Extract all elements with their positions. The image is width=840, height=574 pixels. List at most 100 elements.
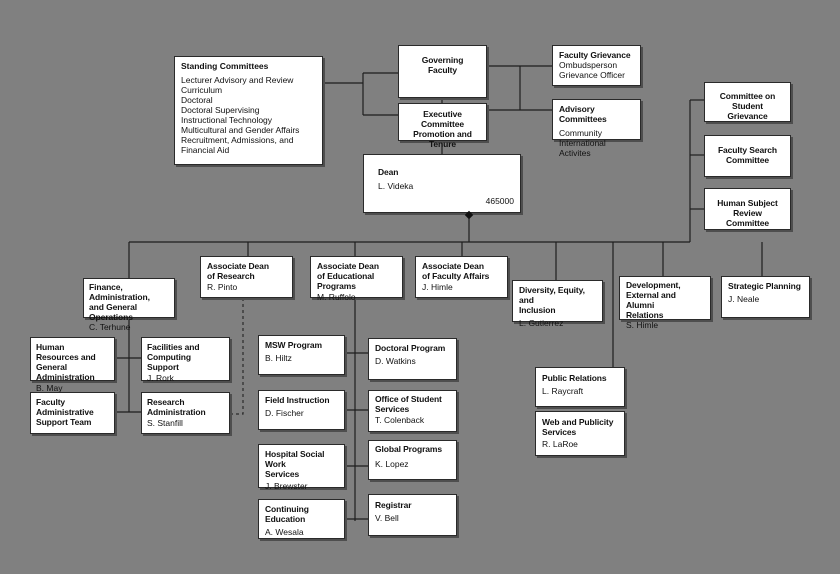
faculty-admin-support-box: Faculty Administrative Support Team: [30, 392, 115, 434]
hr-line2: General Administration: [36, 362, 95, 382]
dean-box: Dean L. Videka 465000: [363, 154, 521, 213]
dean-code: 465000: [485, 196, 514, 206]
public-relations-head: L. Raycraft: [542, 386, 584, 396]
facilities-head: J. Rork: [147, 373, 174, 383]
advisory-committees-title: Advisory Committees: [559, 104, 607, 124]
student-services-head: T. Colenback: [375, 415, 425, 425]
hr-head: B. May: [36, 383, 63, 393]
assoc-dean-faculty-box: Associate Dean of Faculty Affairs J. Him…: [415, 256, 508, 298]
facilities-computing-box: Facilities and Computing Support J. Rork: [141, 337, 230, 383]
web-line2: Services: [542, 427, 577, 437]
standing-committees-title: Standing Committees: [181, 61, 269, 71]
assoc-faculty-head: J. Himle: [422, 282, 453, 292]
ombudsperson-label: Ombudsperson: [559, 60, 618, 70]
public-relations-line1: Public Relations: [542, 373, 607, 383]
committee-item: Recruitment, Admissions, and Financial A…: [181, 135, 294, 155]
continuing-head: A. Wesala: [265, 527, 304, 537]
doctoral-head: D. Watkins: [375, 356, 416, 366]
dean-name: L. Videka: [378, 181, 414, 191]
governing-faculty-line1: Governing: [421, 55, 464, 65]
standing-committees-box: Standing Committees Lecturer Advisory an…: [174, 56, 323, 165]
web-publicity-box: Web and Publicity Services R. LaRoe: [535, 411, 625, 456]
assoc-research-line1: Associate Dean: [207, 261, 269, 271]
student-grievance-line2: Student Grievance: [727, 101, 768, 121]
research-admin-box: Research Administration S. Stanfill: [141, 392, 230, 434]
grievance-officer-label: Grievance Officer: [559, 70, 625, 80]
development-line2: External and Alumni: [626, 290, 676, 310]
hospital-line2: Services: [265, 469, 300, 479]
finance-line1: Finance, Administration,: [89, 282, 150, 302]
assoc-faculty-line1: Associate Dean: [422, 261, 484, 271]
field-line1: Field Instruction: [265, 395, 330, 405]
strategic-planning-box: Strategic Planning J. Neale: [721, 276, 810, 318]
hospital-social-work-box: Hospital Social Work Services J. Brewste…: [258, 444, 345, 491]
governing-faculty-line2: Faculty: [427, 65, 458, 75]
research-admin-head: S. Stanfill: [147, 418, 183, 428]
development-line1: Development,: [626, 280, 681, 290]
strategic-head: J. Neale: [728, 294, 760, 304]
diversity-equity-box: Diversity, Equity, and Inclusion L. Guti…: [512, 280, 603, 328]
executive-committee-line2: Promotion and Tenure: [413, 129, 472, 149]
assoc-research-line2: of Research: [207, 271, 255, 281]
committee-item: Lecturer Advisory and Review: [181, 75, 294, 85]
student-services-box: Office of Student Services T. Colenback: [368, 390, 457, 432]
msw-line1: MSW Program: [265, 340, 322, 350]
diversity-line2: Inclusion: [519, 305, 556, 315]
registrar-line1: Registrar: [375, 500, 412, 510]
student-grievance-committee-box: Committee on Student Grievance: [704, 82, 791, 122]
research-admin-line2: Administration: [147, 407, 206, 417]
development-line3: Relations: [626, 310, 664, 320]
msw-head: B. Hiltz: [265, 353, 292, 363]
msw-program-box: MSW Program B. Hiltz: [258, 335, 345, 375]
faculty-search-line1: Faculty Search: [717, 145, 778, 155]
human-subject-committee-box: Human Subject Review Committee: [704, 188, 791, 230]
finance-head: C. Terhune: [89, 322, 131, 332]
assoc-faculty-line2: of Faculty Affairs: [422, 271, 490, 281]
global-programs-box: Global Programs K. Lopez: [368, 440, 457, 480]
student-services-line1: Office of Student: [375, 394, 442, 404]
continuing-line1: Continuing Education: [265, 504, 309, 524]
hospital-line1: Hospital Social Work: [265, 449, 325, 469]
finance-admin-box: Finance, Administration, and General Ope…: [83, 278, 175, 332]
doctoral-program-box: Doctoral Program D. Watkins: [368, 338, 457, 380]
committee-item: Doctoral: [181, 95, 213, 105]
executive-committee-box: Executive Committee Promotion and Tenure: [398, 103, 487, 149]
diversity-head: L. Gutierrez: [519, 318, 564, 328]
continuing-education-box: Continuing Education A. Wesala: [258, 499, 345, 539]
field-head: D. Fischer: [265, 408, 304, 418]
facilities-line1: Facilities and Computing: [147, 342, 200, 362]
facilities-line2: Support: [147, 362, 179, 372]
faculty-admin-line1: Faculty Administrative: [36, 397, 94, 417]
assoc-dean-research-box: Associate Dean of Research R. Pinto: [200, 256, 293, 298]
committee-item: Curriculum: [181, 85, 223, 95]
hr-line1: Human Resources and: [36, 342, 96, 362]
human-subject-line2: Review Committee: [725, 208, 770, 228]
registrar-head: V. Bell: [375, 513, 399, 523]
international-label: International Activites: [559, 138, 606, 158]
global-head: K. Lopez: [375, 459, 409, 469]
development-relations-box: Development, External and Alumni Relatio…: [619, 276, 711, 330]
committee-item: Instructional Technology: [181, 115, 273, 125]
advisory-committees-box: Advisory Committees Community Internatio…: [552, 99, 641, 158]
web-line1: Web and Publicity: [542, 417, 614, 427]
strategic-line1: Strategic Planning: [728, 281, 801, 291]
assoc-edu-head: M. Ruffolo: [317, 292, 356, 302]
assoc-research-head: R. Pinto: [207, 282, 238, 292]
diversity-line1: Diversity, Equity, and: [519, 285, 585, 305]
development-head: S. Himle: [626, 320, 659, 330]
faculty-search-line2: Committee: [725, 155, 770, 165]
dean-title: Dean: [378, 167, 399, 177]
registrar-box: Registrar V. Bell: [368, 494, 457, 536]
governing-faculty-box: Governing Faculty: [398, 45, 487, 98]
executive-committee-line1: Executive Committee: [420, 109, 465, 129]
public-relations-box: Public Relations L. Raycraft: [535, 367, 625, 407]
doctoral-line1: Doctoral Program: [375, 343, 446, 353]
human-resources-box: Human Resources and General Administrati…: [30, 337, 115, 393]
human-subject-line1: Human Subject: [717, 198, 778, 208]
hospital-head: J. Brewster: [265, 481, 308, 491]
web-head: R. LaRoe: [542, 439, 578, 449]
student-grievance-line1: Committee on: [719, 91, 776, 101]
student-services-line2: Services: [375, 404, 410, 414]
assoc-edu-line1: Associate Dean: [317, 261, 379, 271]
